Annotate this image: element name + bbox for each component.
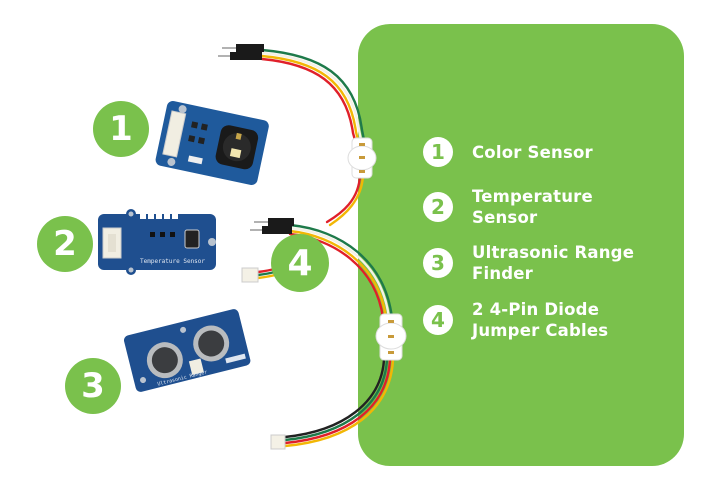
color-sensor-board	[155, 101, 269, 185]
legend-label: Color Sensor	[472, 142, 593, 162]
cable-junction-bottom	[375, 313, 407, 361]
grove-plug-left	[241, 267, 259, 283]
temperature-board-silkscreen: Temperature Sensor	[140, 258, 205, 265]
dupont-connector-bottom	[250, 218, 294, 234]
temperature-sensor-board: Temperature Sensor	[98, 209, 216, 275]
jumper-cable-bottom	[256, 223, 395, 448]
legend-number-1: 1	[423, 137, 453, 167]
ultrasonic-ranger-board: Ultrasonic Ranger	[123, 309, 251, 392]
legend-item-color-sensor: 1 Color Sensor	[423, 137, 593, 167]
legend-item-cables: 4 2 4-Pin Diode Jumper Cables	[423, 299, 632, 341]
legend-item-temperature-sensor: 2 Temperature Sensor	[423, 186, 612, 228]
legend-label: 2 4-Pin Diode Jumper Cables	[472, 300, 609, 340]
legend-number-4: 4	[423, 305, 453, 335]
legend-label: Temperature Sensor	[472, 187, 593, 227]
legend-number-2: 2	[423, 192, 453, 222]
legend-number-3: 3	[423, 248, 453, 278]
legend-panel-bg	[358, 24, 684, 466]
cable-junction-top	[347, 137, 377, 179]
badge-cables: 4	[271, 234, 329, 292]
dupont-connector-top	[218, 44, 264, 60]
legend-item-ultrasonic: 3 Ultrasonic Range Finder	[423, 242, 652, 284]
badge-temperature-sensor: 2	[37, 216, 93, 272]
badge-color-sensor: 1	[93, 101, 149, 157]
grove-plug-bottom	[270, 434, 286, 450]
badge-ultrasonic: 3	[65, 358, 121, 414]
jumper-cable-top	[260, 48, 366, 227]
legend-label: Ultrasonic Range Finder	[472, 243, 635, 283]
